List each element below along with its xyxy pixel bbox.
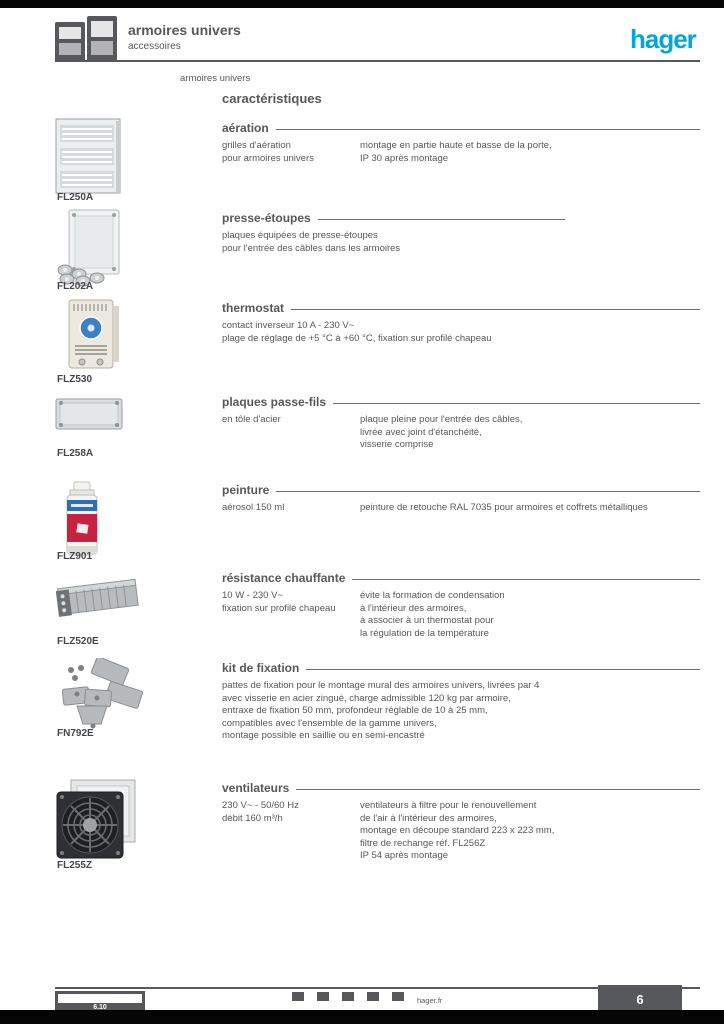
row-title: aération <box>222 121 269 135</box>
text-line: en tôle d'acier <box>222 414 281 425</box>
product-image-gland-box <box>55 208 125 293</box>
divider <box>333 402 700 405</box>
text-line: pattes de fixation pour le montage mural… <box>222 680 540 691</box>
text-line: avec visserie en acier zingué, charge ad… <box>222 692 511 704</box>
description-right: ventilateurs à filtre pour le renouvelle… <box>360 800 700 863</box>
text-line: filtre de rechange réf. FL256Z <box>360 837 486 849</box>
product-reference: FL250A <box>57 192 94 203</box>
description-left: aérosol 150 ml <box>222 502 360 515</box>
text-line: montage possible en saillie ou en semi-e… <box>222 730 425 741</box>
text-line: plaques équipées de presse-étoupes <box>222 230 378 241</box>
page-title: armoires univers <box>128 22 241 38</box>
product-image-vented-enclosure <box>55 118 123 201</box>
footer-page-number: 6.10 <box>58 1003 142 1013</box>
product-image-fixing-kit <box>55 656 145 735</box>
text-line: visserie comprise <box>360 439 434 450</box>
footer-chapter-tab: 6 <box>598 985 682 1014</box>
bottom-bar <box>0 1010 724 1024</box>
description-right: montage en partie haute et basse de la p… <box>360 140 700 165</box>
text-line: pour armoires univers <box>222 152 314 164</box>
text-line: peinture de retouche RAL 7035 pour armoi… <box>360 502 648 513</box>
divider <box>275 128 700 131</box>
row-title: résistance chauffante <box>222 571 346 585</box>
description-left: 10 W - 230 V~fixation sur profilé chapea… <box>222 590 360 640</box>
text-line: évite la formation de condensation <box>360 590 505 601</box>
text-line: plaque pleine pour l'entrée des câbles, <box>360 414 523 425</box>
row-title: peinture <box>222 483 270 497</box>
product-reference: FL255Z <box>57 860 93 871</box>
certification-icon <box>292 992 304 1001</box>
text-line: aérosol 150 ml <box>222 502 285 513</box>
text-line: débit 160 m³/h <box>222 812 283 824</box>
description-right: peinture de retouche RAL 7035 pour armoi… <box>360 502 700 515</box>
footer-divider <box>55 987 700 989</box>
row-title: thermostat <box>222 301 285 315</box>
section-heading: caractéristiques <box>222 91 322 106</box>
certification-icon <box>342 992 354 1001</box>
divider <box>306 668 700 671</box>
header-divider <box>55 60 700 62</box>
description-left: en tôle d'acier <box>222 414 360 452</box>
text-line: pour l'entrée des câbles dans les armoir… <box>222 242 401 254</box>
text-line: compatibles avec l'ensemble de la gamme … <box>222 717 437 729</box>
certification-icon <box>317 992 329 1001</box>
description-right: plaque pleine pour l'entrée des câbles,l… <box>360 414 700 452</box>
text-line: fixation sur profilé chapeau <box>222 602 336 614</box>
row-title: kit de fixation <box>222 661 300 675</box>
product-image-heater <box>55 568 141 633</box>
text-line: 10 W - 230 V~ <box>222 590 283 601</box>
text-line: à l'intérieur des armoires, <box>360 602 467 614</box>
product-image-blank-plate <box>55 392 125 437</box>
divider <box>352 578 700 581</box>
text-line: montage en découpe standard 223 x 223 mm… <box>360 825 555 836</box>
certification-icon <box>367 992 379 1001</box>
hager-logo: hager <box>630 24 697 54</box>
divider <box>291 308 700 311</box>
product-reference: FLZ520E <box>57 636 99 647</box>
text-line: 230 V~ - 50/60 Hz <box>222 800 299 811</box>
top-bar <box>0 0 724 8</box>
text-line: la régulation de la température <box>360 627 489 639</box>
product-reference: FLZ530 <box>57 374 93 385</box>
text-line: montage en partie haute et basse de la p… <box>360 140 552 151</box>
product-image-filter-fan <box>55 778 139 871</box>
text-line: IP 54 après montage <box>360 850 449 861</box>
divider <box>296 788 700 791</box>
row-title: ventilateurs <box>222 781 290 795</box>
product-image-thermostat <box>55 298 127 377</box>
text-line: ventilateurs à filtre pour le renouvelle… <box>360 800 537 811</box>
certification-icon <box>392 992 404 1001</box>
product-image-spray-can <box>55 480 103 565</box>
text-line: IP 30 après montage <box>360 152 449 164</box>
page-subtitle: accessoires <box>128 41 181 52</box>
row-title: plaques passe-fils <box>222 395 327 409</box>
footer-certification-icons: hager.fr <box>292 992 442 1005</box>
product-reference: FN792E <box>57 728 94 739</box>
row-title: presse-étoupes <box>222 211 311 225</box>
text-line: plage de réglage de +5 °C à +60 °C, fixa… <box>222 332 492 344</box>
text-line: de l'air à l'intérieur des armoires, <box>360 812 497 824</box>
footer-website-label: hager.fr <box>417 996 443 1005</box>
product-reference: FL258A <box>57 448 94 459</box>
range-pictogram-icon <box>55 16 117 67</box>
divider <box>317 218 565 221</box>
product-reference: FL202A <box>57 281 94 292</box>
text-line: contact inverseur 10 A - 230 V~ <box>222 320 355 331</box>
text-line: à associer à un thermostat pour <box>360 615 494 626</box>
description: pattes de fixation pour le montage mural… <box>222 680 700 743</box>
description: contact inverseur 10 A - 230 V~plage de … <box>222 320 700 345</box>
header-range-label: armoires univers <box>180 73 251 84</box>
text-line: grilles d'aération <box>222 140 291 151</box>
text-line: livrée avec joint d'étanchéité, <box>360 426 482 438</box>
product-reference: FLZ901 <box>57 551 93 562</box>
text-line: entraxe de fixation 50 mm, profondeur ré… <box>222 705 488 716</box>
divider <box>276 490 700 493</box>
